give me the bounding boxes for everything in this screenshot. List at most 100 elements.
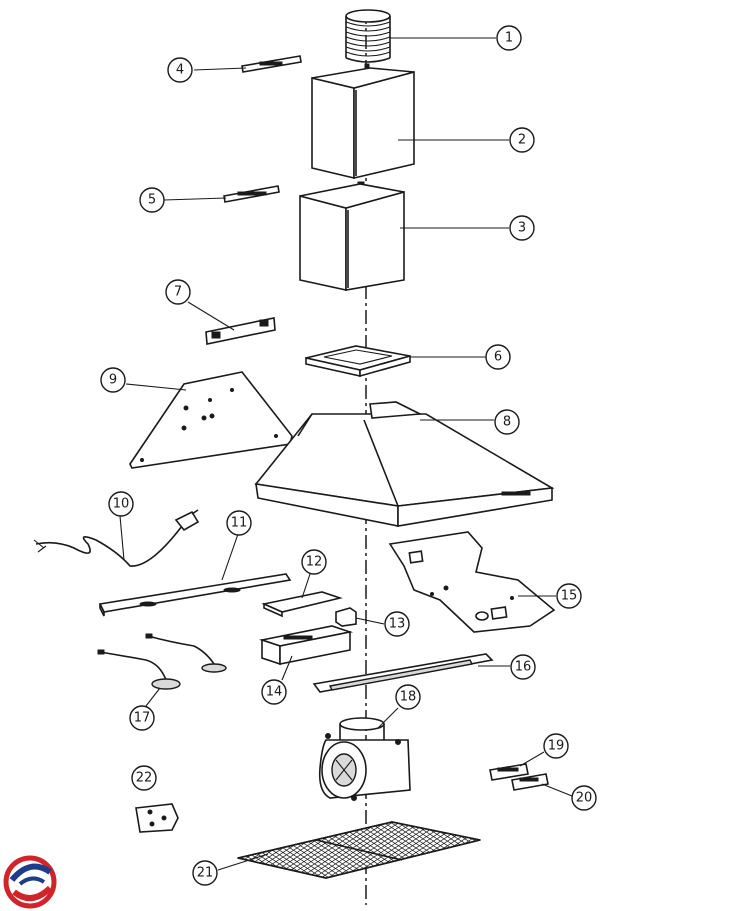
svg-text:8: 8 <box>503 415 511 430</box>
mesh-line <box>449 822 480 878</box>
lower-bracket-drawing <box>223 185 280 203</box>
mesh-line <box>527 820 627 885</box>
svg-text:2: 2 <box>518 133 526 148</box>
svg-text:16: 16 <box>515 660 532 675</box>
callout-2: 2 <box>509 127 535 153</box>
callout-19: 19 <box>543 733 569 759</box>
svg-text:15: 15 <box>561 589 578 604</box>
svg-text:11: 11 <box>231 516 248 531</box>
power-cord-drawing <box>33 509 200 567</box>
mesh-line <box>428 822 480 878</box>
callout-3: 3 <box>509 215 535 241</box>
callout-10: 10 <box>108 491 134 517</box>
lamp-drawing <box>97 633 227 690</box>
callout-4: 4 <box>167 57 193 83</box>
mesh-line <box>456 822 480 878</box>
svg-text:18: 18 <box>400 690 417 705</box>
mesh-line <box>421 822 480 878</box>
support-plate-drawing <box>388 531 556 633</box>
callout-13: 13 <box>384 611 410 637</box>
svg-text:12: 12 <box>306 555 323 570</box>
mesh-line <box>456 822 480 878</box>
mesh-line <box>492 820 592 885</box>
mesh-line <box>463 822 480 878</box>
callout-14: 14 <box>261 679 287 705</box>
chimney-frame-drawing <box>305 345 411 378</box>
mesh-line <box>44 820 144 885</box>
callout-18: 18 <box>395 684 421 710</box>
mesh-line <box>428 822 480 878</box>
svg-text:7: 7 <box>174 285 182 300</box>
svg-text:10: 10 <box>113 497 130 512</box>
svg-text:20: 20 <box>576 791 593 806</box>
mesh-line <box>470 822 480 878</box>
callout-7: 7 <box>165 279 191 305</box>
callout-9: 9 <box>100 367 126 393</box>
mesh-line <box>485 820 585 885</box>
mesh-line <box>51 820 151 885</box>
control-box-drawing <box>258 625 354 666</box>
callout-16: 16 <box>510 654 536 680</box>
mesh-line <box>302 822 404 878</box>
callout-12: 12 <box>301 549 327 575</box>
mesh-line <box>477 822 480 878</box>
callout-8: 8 <box>494 409 520 435</box>
mesh-line <box>238 822 271 878</box>
mesh-line <box>442 822 480 878</box>
mesh-line <box>520 820 620 885</box>
mesh-line <box>506 820 606 885</box>
box-cover-drawing <box>261 591 343 618</box>
callout-11: 11 <box>226 510 252 536</box>
mesh-line <box>506 820 606 885</box>
mesh-line <box>477 822 480 878</box>
callout-15: 15 <box>556 583 582 609</box>
hood-body-drawing <box>254 401 555 527</box>
mesh-line <box>470 822 480 878</box>
mesh-line <box>435 822 480 878</box>
mesh-line <box>492 820 592 885</box>
callout-20: 20 <box>571 785 597 811</box>
mesh-line <box>309 822 411 878</box>
mesh-line <box>421 822 480 878</box>
mesh-line <box>442 822 480 878</box>
callout-5: 5 <box>139 187 165 213</box>
brand-logo <box>3 855 57 909</box>
upper-bracket-drawing <box>241 55 302 73</box>
mesh-line <box>435 822 480 878</box>
callout-1: 1 <box>496 25 522 51</box>
lower-chimney-drawing <box>299 181 405 291</box>
lamp-rail-drawing <box>98 573 292 617</box>
svg-text:14: 14 <box>266 685 283 700</box>
capacitor-drawing <box>335 607 357 627</box>
grease-filter-drawing <box>44 820 627 885</box>
svg-text:19: 19 <box>548 739 565 754</box>
callout-17: 17 <box>129 705 155 731</box>
mesh-line <box>449 822 480 878</box>
svg-text:22: 22 <box>136 771 153 786</box>
callout-21: 21 <box>192 860 218 886</box>
mesh-line <box>485 820 585 885</box>
mesh-line <box>51 820 151 885</box>
callout-6: 6 <box>485 344 511 370</box>
mesh-line <box>463 822 480 878</box>
motor-drawing <box>318 717 411 801</box>
callout-22: 22 <box>131 765 157 791</box>
svg-text:4: 4 <box>176 63 184 78</box>
mesh-line <box>499 820 599 885</box>
mesh-line <box>513 820 613 885</box>
mesh-line <box>527 820 627 885</box>
mesh-line <box>238 822 271 878</box>
callouts: 1 4 2 5 3 7 6 9 8 10 11 12 13 14 15 16 1… <box>100 25 597 886</box>
mesh-line <box>520 820 620 885</box>
svg-text:21: 21 <box>197 866 214 881</box>
switch-drawing <box>135 803 179 833</box>
svg-text:13: 13 <box>389 617 406 632</box>
svg-text:5: 5 <box>148 193 156 208</box>
mesh-line <box>499 820 599 885</box>
mesh-line <box>44 820 144 885</box>
svg-text:1: 1 <box>505 31 513 46</box>
front-rail-drawing <box>312 653 494 693</box>
svg-text:3: 3 <box>518 221 526 236</box>
upper-chimney-drawing <box>311 67 415 180</box>
